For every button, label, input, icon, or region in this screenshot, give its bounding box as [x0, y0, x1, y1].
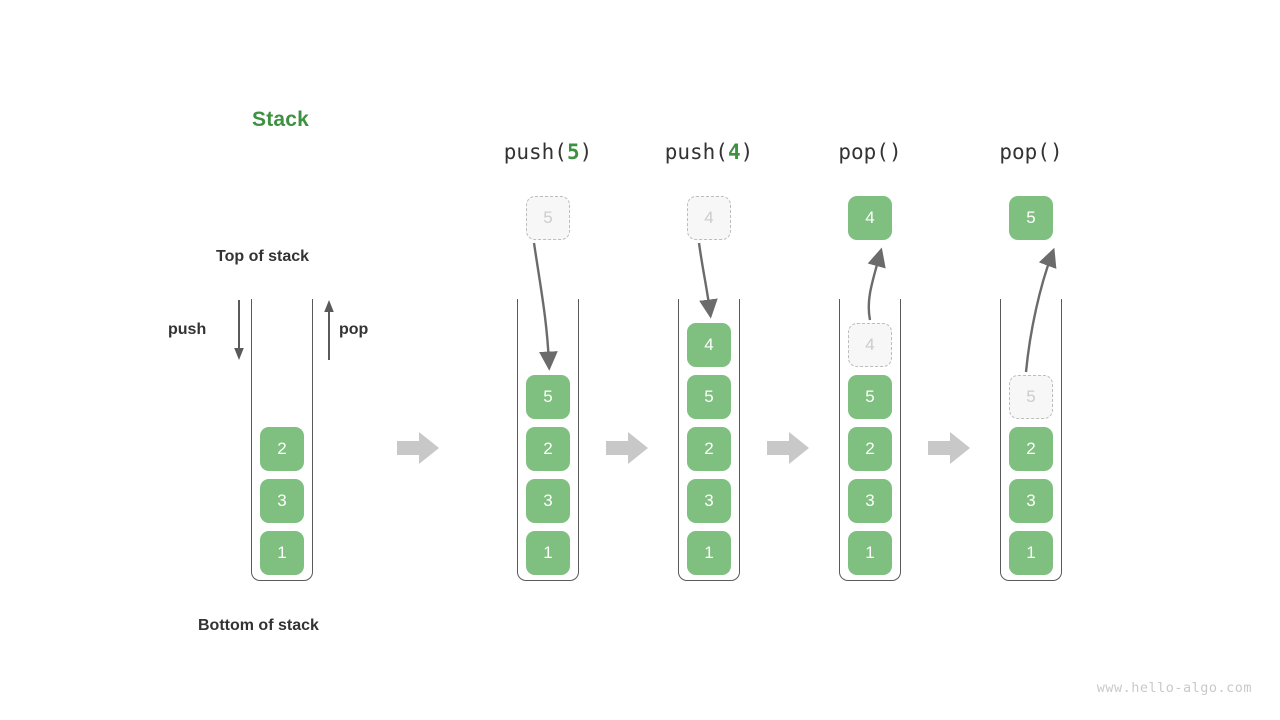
- pending-cell: 5: [526, 196, 570, 240]
- stack-cell: 3: [848, 479, 892, 523]
- watermark: www.hello-algo.com: [1096, 680, 1252, 696]
- stack-cell: 5: [526, 375, 570, 419]
- top-of-stack-label: Top of stack: [216, 248, 310, 265]
- stack-cell: 2: [260, 427, 304, 471]
- column-header: push(5): [503, 140, 593, 164]
- pending-cell: 4: [687, 196, 731, 240]
- stack-cell: 3: [687, 479, 731, 523]
- stack-cell: 2: [526, 427, 570, 471]
- pop-label: pop: [339, 321, 369, 338]
- stack-cell: 1: [1009, 531, 1053, 575]
- pop-direction-arrow: [318, 298, 340, 360]
- stack-column-pop-4: pop() 4 4 5 2 3 1: [790, 0, 950, 720]
- push-direction-arrow: [228, 300, 250, 362]
- stack-column-push-5: push(5) 5 5 2 3 1: [468, 0, 628, 720]
- step-arrow-4: [928, 431, 970, 465]
- stack-cell: 5: [848, 375, 892, 419]
- stack-cell: 3: [526, 479, 570, 523]
- stack-cell: 2: [1009, 427, 1053, 471]
- stack-cell: 3: [260, 479, 304, 523]
- popped-cell: 4: [848, 196, 892, 240]
- step-arrow-2: [606, 431, 648, 465]
- stack-cells: 5 2 3 1: [518, 375, 578, 575]
- page-title: Stack: [252, 108, 310, 131]
- stack-container: 4 5 2 3 1: [839, 299, 901, 581]
- stack-cell: 2: [848, 427, 892, 471]
- stack-cells: 2 3 1: [252, 427, 312, 575]
- bottom-of-stack-label: Bottom of stack: [198, 617, 319, 634]
- popped-cell: 5: [1009, 196, 1053, 240]
- stack-cell: 1: [260, 531, 304, 575]
- step-arrow-1: [397, 431, 439, 465]
- stack-container: 2 3 1: [251, 299, 313, 581]
- stack-container: 5 2 3 1: [1000, 299, 1062, 581]
- push-label: push: [168, 321, 207, 338]
- stack-column-push-4: push(4) 4 4 5 2 3 1: [629, 0, 789, 720]
- stack-cell: 4: [687, 323, 731, 367]
- stack-cell: 5: [687, 375, 731, 419]
- stack-cell-removed: 5: [1009, 375, 1053, 419]
- stack-cell: 3: [1009, 479, 1053, 523]
- stack-cells: 4 5 2 3 1: [679, 323, 739, 575]
- step-arrow-3: [767, 431, 809, 465]
- stack-cell-removed: 4: [848, 323, 892, 367]
- stack-cell: 1: [526, 531, 570, 575]
- stack-cells: 4 5 2 3 1: [840, 323, 900, 575]
- stack-column-initial: 2 3 1: [202, 0, 362, 720]
- stack-container: 4 5 2 3 1: [678, 299, 740, 581]
- column-header-argument: 5: [566, 140, 580, 164]
- column-header: pop(): [999, 140, 1063, 164]
- stack-column-pop-5: pop() 5 5 2 3 1: [951, 0, 1111, 720]
- stack-cell: 1: [848, 531, 892, 575]
- stack-cells: 5 2 3 1: [1001, 375, 1061, 575]
- stack-cell: 2: [687, 427, 731, 471]
- column-header: push(4): [664, 140, 754, 164]
- column-header: pop(): [838, 140, 902, 164]
- stack-container: 5 2 3 1: [517, 299, 579, 581]
- column-header-argument: 4: [727, 140, 741, 164]
- stack-cell: 1: [687, 531, 731, 575]
